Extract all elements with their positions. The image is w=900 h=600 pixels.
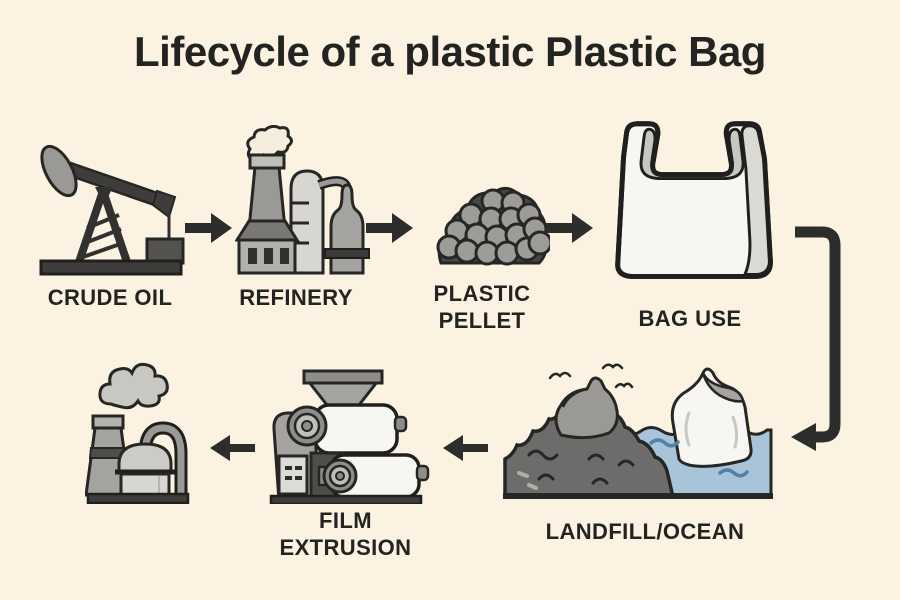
node-label-refinery: REFINERY <box>239 285 353 310</box>
node-label-film-extrusion: FILM EXTRUSION <box>279 508 412 560</box>
page-title: Lifecycle of a plastic Plastic Bag <box>134 28 766 75</box>
landfill-ocean-icon <box>503 363 773 499</box>
plastic-bag-icon <box>615 121 773 279</box>
incinerator-icon <box>85 362 190 504</box>
oil-pump-jack-icon <box>39 144 185 276</box>
arrow-right-icon <box>546 213 593 243</box>
node-label-plastic-pellet: PLASTIC PELLET <box>433 281 531 333</box>
arrow-left-icon <box>210 435 255 461</box>
refinery-icon <box>235 125 370 275</box>
pellet-pile-icon <box>436 187 550 266</box>
film-extruder-icon <box>269 369 430 504</box>
elbow-arrow-down-left-icon <box>791 226 841 451</box>
node-label-landfill-ocean: LANDFILL/OCEAN <box>545 519 745 544</box>
node-label-bag-use: BAG USE <box>638 306 742 331</box>
arrow-right-icon <box>185 213 232 243</box>
arrow-left-icon <box>443 435 488 461</box>
arrow-right-icon <box>366 213 413 243</box>
node-label-crude-oil: CRUDE OIL <box>47 285 173 310</box>
